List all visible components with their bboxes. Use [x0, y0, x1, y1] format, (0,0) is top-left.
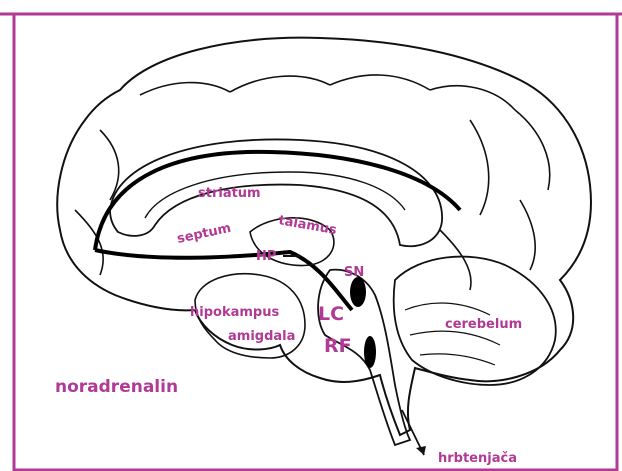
gyrus-line [140, 83, 230, 95]
label-hp: HP [256, 249, 276, 264]
label-cerebelum: cerebelum [445, 317, 522, 332]
gyrus-line [230, 76, 330, 92]
gyrus-line [430, 86, 515, 110]
gyrus-line [470, 120, 489, 215]
label-hrbtenjaca: hrbtenjača [438, 451, 517, 466]
spinal-arrow-head [416, 446, 426, 455]
cerebellum-folia [420, 354, 495, 365]
gyrus-line [330, 75, 430, 90]
label-amigdala: amigdala [228, 329, 295, 344]
gyrus-line [75, 210, 103, 275]
label-sn: SN [344, 265, 364, 280]
gyrus-line [520, 200, 535, 270]
label-lc: LC [318, 303, 344, 325]
lc-nucleus [364, 336, 376, 368]
gyrus-line [100, 130, 119, 200]
noradrenergic-pathway [95, 152, 460, 250]
label-striatum: striatum [198, 186, 261, 201]
label-hipokampus: hipokampus [190, 305, 279, 320]
corpus-callosum [110, 139, 442, 246]
cerebellum-folia [405, 303, 490, 315]
label-rf: RF [324, 335, 352, 357]
cerebellum-folia [410, 331, 500, 345]
gyrus-line [440, 230, 471, 290]
label-noradrenalin: noradrenalin [55, 377, 178, 397]
sn-nucleus [350, 277, 366, 307]
gyrus-line [515, 110, 550, 190]
fornix-arc [145, 172, 405, 218]
label-talamus: talamus [277, 213, 338, 238]
label-septum: septum [176, 221, 233, 247]
